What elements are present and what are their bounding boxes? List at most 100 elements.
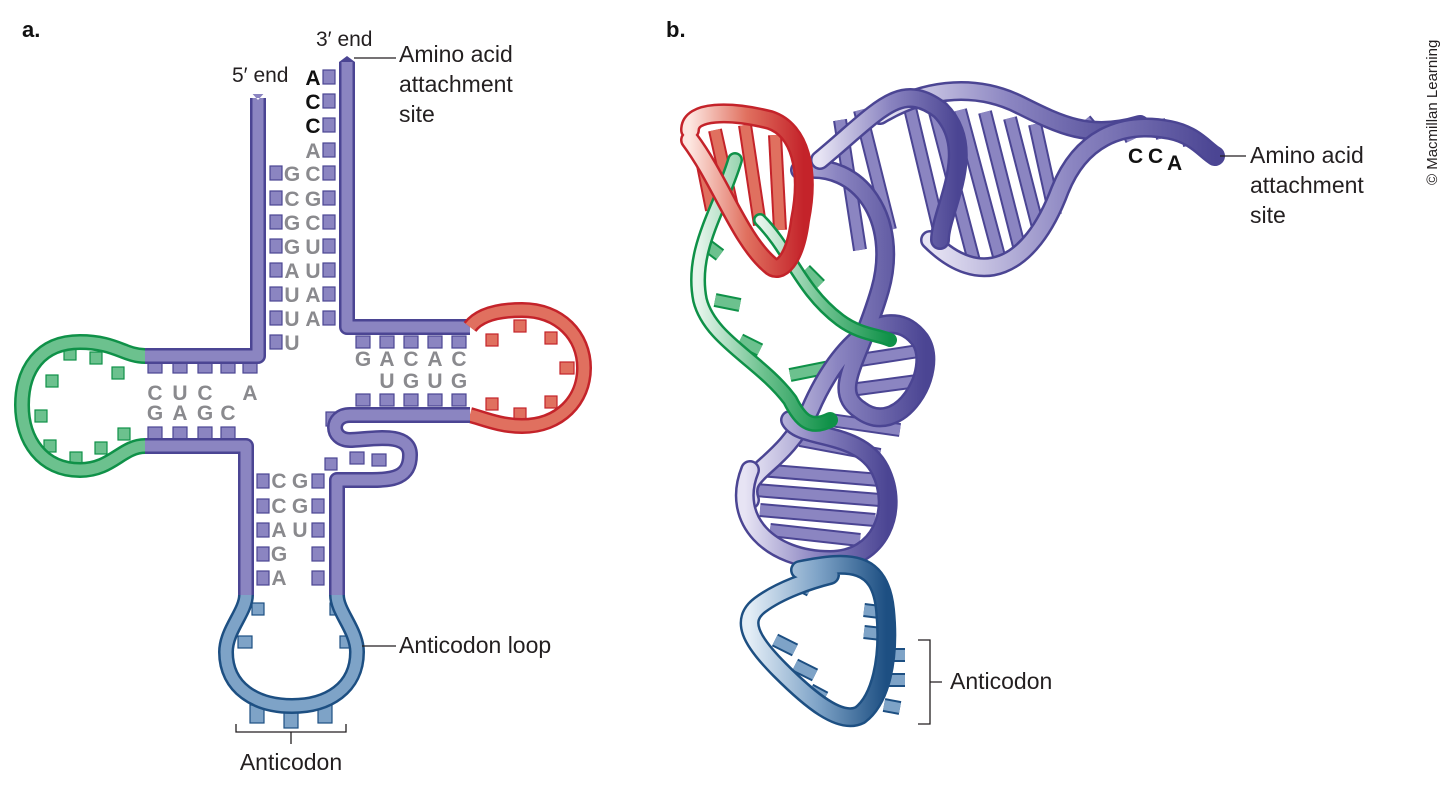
base-t-top: A [379, 348, 394, 371]
base-stub [311, 473, 325, 489]
base-stub [322, 286, 336, 302]
base-acceptor-5: G [284, 163, 300, 186]
anticodon-label-a: Anticodon [240, 749, 342, 775]
base-stub [322, 310, 336, 326]
base-stub [256, 546, 270, 562]
helix-rung-fill [759, 505, 876, 525]
base-stub [256, 473, 270, 489]
base-t-bottom: U [379, 370, 394, 393]
base-acceptor-3: U [305, 260, 320, 283]
d-loop-stub [117, 427, 131, 441]
base-stub [269, 286, 283, 302]
base-ac-left: G [271, 543, 287, 566]
cca-c1: C [1128, 145, 1143, 168]
helix-rung-fill [759, 465, 881, 485]
base-ac-left: C [271, 470, 286, 493]
anticodon-loop-stub [513, 319, 527, 333]
base-acceptor-5: G [284, 236, 300, 259]
base-stub [311, 498, 325, 514]
base-stub [269, 310, 283, 326]
base-stub [403, 335, 419, 349]
base-stub [311, 546, 325, 562]
base-acceptor-3: A [305, 140, 320, 163]
base-stub [322, 142, 336, 158]
amino-label-b-line3: site [1250, 202, 1286, 228]
anticodon-loop-label: Anticodon loop [399, 632, 551, 658]
base-d-bottom: G [197, 402, 213, 425]
base-t-bottom: G [451, 370, 467, 393]
helix-rung-fill [980, 110, 1025, 252]
base-stub [379, 393, 395, 407]
base-stub [451, 335, 467, 349]
anticodon-stub [237, 635, 253, 649]
base-acceptor-5: C [284, 188, 299, 211]
d-loop-stub [45, 374, 59, 388]
base-acceptor-3: C [305, 115, 320, 138]
cca-c2: C [1148, 145, 1163, 168]
anticodon-loop-stub [485, 397, 499, 411]
helix-rung-green-fill [801, 266, 824, 289]
base-stub [322, 190, 336, 206]
d-loop-stub [43, 439, 57, 453]
base-stub [269, 214, 283, 230]
amino-label-b-line1: Amino acid [1250, 142, 1364, 168]
base-d-top: C [197, 382, 212, 405]
anticodon-stub-b-fill [792, 660, 818, 680]
base-d-bottom: C [220, 402, 235, 425]
base-acceptor-3: A [305, 308, 320, 331]
base-acceptor-5: A [284, 260, 299, 283]
base-acceptor-3: A [305, 67, 320, 90]
base-stub [451, 393, 467, 407]
base-stub [403, 393, 419, 407]
base-acceptor-5: U [284, 308, 299, 331]
base-d-top: A [242, 382, 257, 405]
base-stub [427, 335, 443, 349]
base-acceptor-3: C [305, 91, 320, 114]
amino-label-line2: attachment [399, 71, 513, 97]
base-stub [269, 190, 283, 206]
base-d-bottom: G [147, 402, 163, 425]
base-t-top: C [451, 348, 466, 371]
copyright-text: © Macmillan Learning [1424, 40, 1441, 185]
base-t-top: G [355, 348, 371, 371]
anticodon-stub-b-fill [772, 635, 798, 655]
d-loop-stubs [34, 347, 131, 465]
helix-rung-fill [1005, 116, 1045, 237]
amino-label-line1: Amino acid [399, 41, 513, 67]
base-stub [322, 214, 336, 230]
d-loop-stub [111, 366, 125, 380]
helix-rung-red-fill [770, 134, 785, 231]
base-stub [311, 570, 325, 586]
base-stub [322, 262, 336, 278]
base-stub [379, 335, 395, 349]
helix-rung-fill [769, 525, 861, 545]
base-t-top: A [427, 348, 442, 371]
base-stub [147, 426, 163, 440]
base-stub [322, 69, 336, 85]
cca-a: A [1167, 152, 1182, 175]
base-stub [197, 426, 213, 440]
helix-rung-fill [859, 345, 926, 365]
base-t-bottom: G [403, 370, 419, 393]
base-acceptor-5: G [284, 212, 300, 235]
anticodon-loop-stub [544, 395, 558, 409]
t-loop-stubs [485, 319, 575, 421]
five-prime-tip [249, 90, 267, 100]
base-ac-left: A [271, 567, 286, 590]
base-stub [269, 334, 283, 350]
base-ac-right: G [292, 495, 308, 518]
base-ac-right: G [292, 470, 308, 493]
base-stub [256, 498, 270, 514]
base-acceptor-3: A [305, 284, 320, 307]
anticodon-bracket-b [918, 639, 942, 725]
base-stub [322, 93, 336, 109]
backbone-5prime-strand [145, 94, 266, 364]
panel-a-label: a. [22, 17, 40, 42]
helix-rung-green-fill [737, 335, 763, 355]
base-stub [269, 238, 283, 254]
base-stub [311, 522, 325, 538]
base-t-top: C [403, 348, 418, 371]
base-d-bottom: A [172, 402, 187, 425]
base-acceptor-3: U [305, 236, 320, 259]
